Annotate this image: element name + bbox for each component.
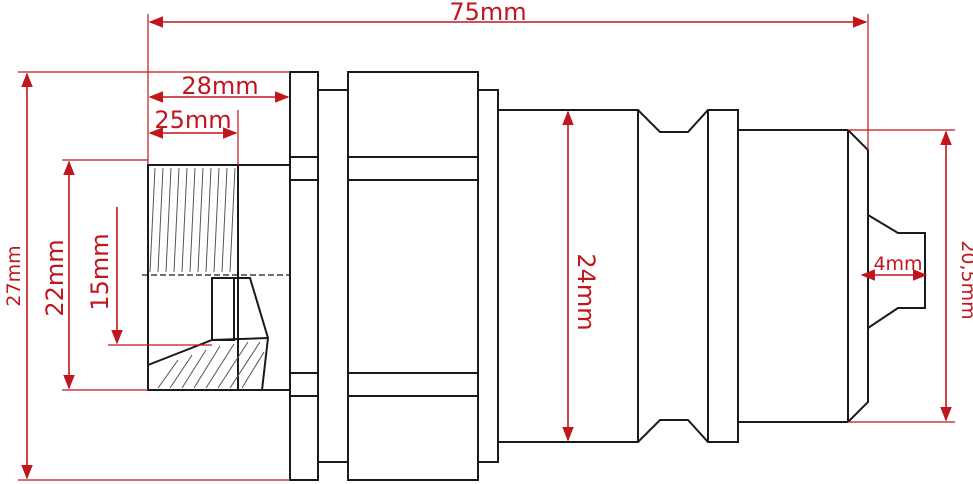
- plug-body: [498, 109, 926, 443]
- dimension-bore-diameter: 15mm: [86, 207, 212, 346]
- threaded-end: [142, 164, 290, 391]
- thread-diameter-label: 22mm: [41, 239, 69, 316]
- dimension-thread-length: 25mm: [148, 106, 239, 165]
- thread-length-label: 25mm: [154, 106, 231, 134]
- dimension-thread-diameter: 22mm: [41, 159, 148, 391]
- overall-height-label: 27mm: [3, 245, 25, 306]
- coupling-body: [142, 71, 926, 481]
- thread-section-length-label: 28mm: [181, 72, 258, 100]
- section-hatching: [157, 341, 265, 389]
- dimension-overall-height: 27mm: [3, 71, 290, 481]
- thread-hatching: [149, 167, 236, 273]
- dimension-plug-diameter: 24mm: [562, 110, 600, 442]
- dimension-nose-diameter: 20,5mm: [848, 129, 973, 423]
- sleeve: [347, 71, 499, 481]
- plug-diameter-label: 24mm: [572, 253, 600, 330]
- dimension-tip-bore: 4mm: [860, 253, 928, 281]
- overall-length-label: 75mm: [449, 0, 526, 26]
- dimension-thread-section-length: 28mm: [148, 72, 290, 103]
- hex-flange: [289, 71, 349, 481]
- bore-diameter-label: 15mm: [86, 233, 114, 310]
- dimension-overall-length: 75mm: [147, 0, 869, 165]
- tip-bore-label: 4mm: [873, 253, 922, 275]
- nose-diameter-label: 20,5mm: [957, 240, 973, 319]
